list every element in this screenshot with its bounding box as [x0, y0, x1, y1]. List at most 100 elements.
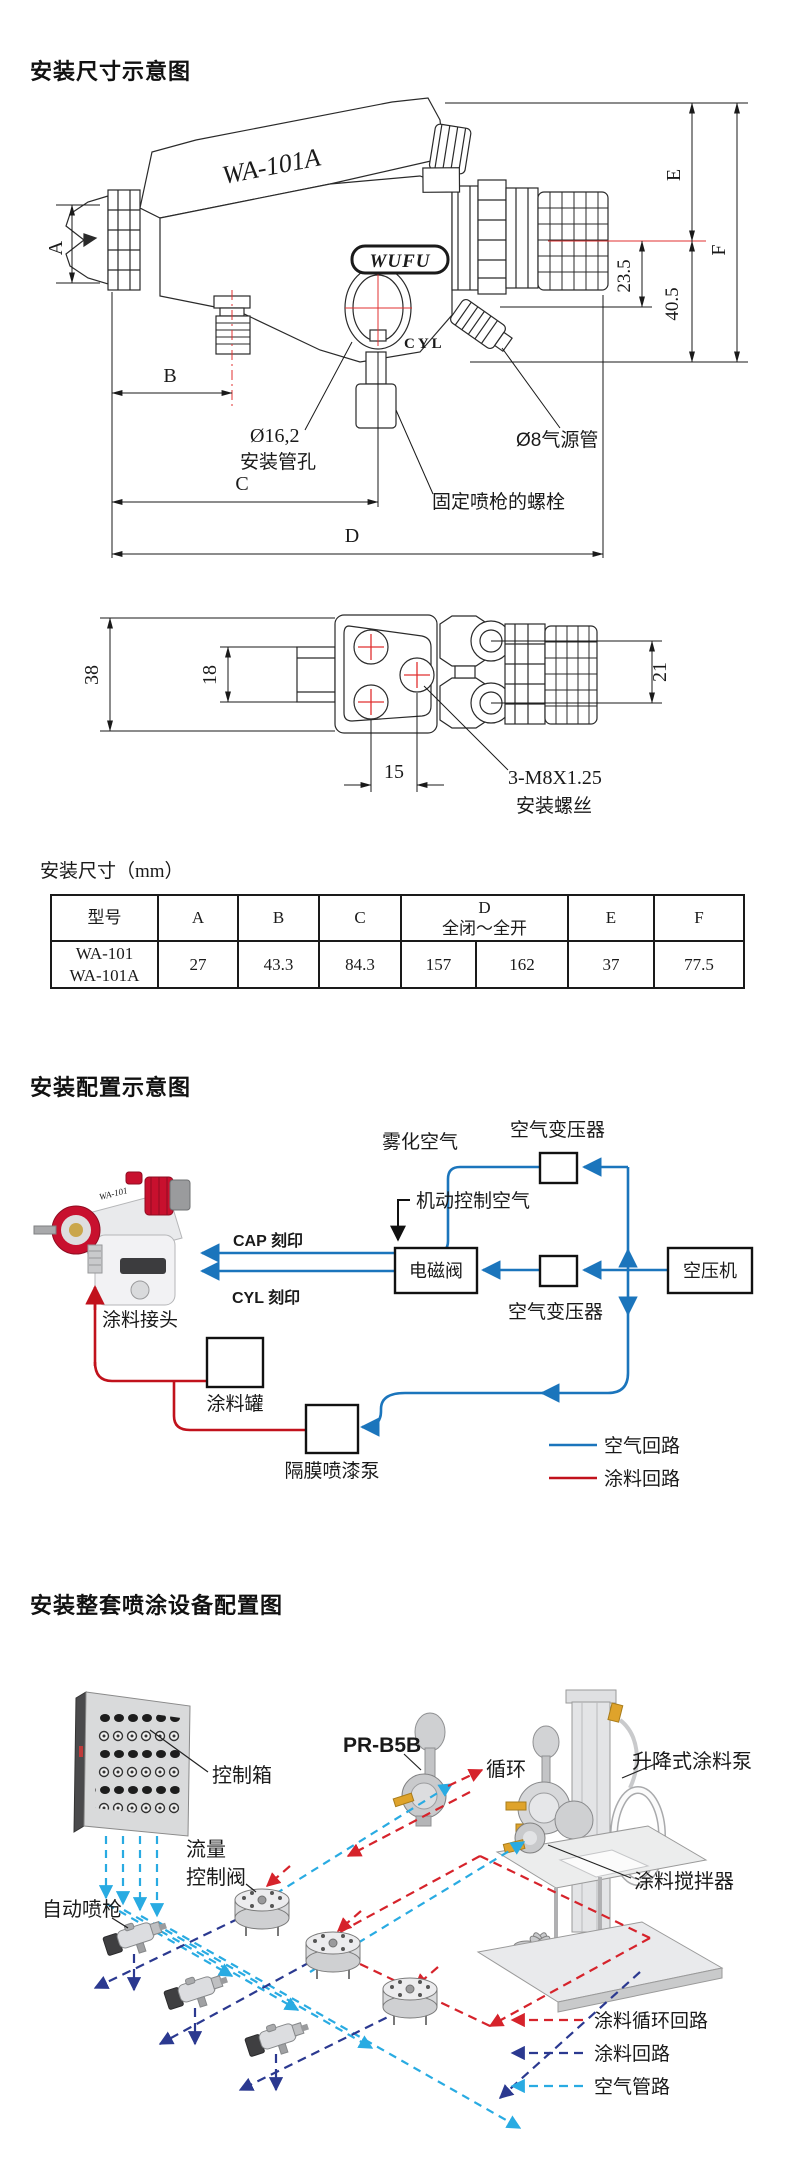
dim-ef: [445, 102, 748, 363]
col-d-range: 全闭～全开: [442, 919, 527, 938]
section-title-config: 安装配置示意图: [30, 1075, 192, 1100]
control-box-graphic: [73, 1691, 191, 1837]
cell-d-open: 162: [475, 940, 569, 989]
col-d-letter: D: [478, 897, 491, 917]
air-compressor-label: 空压机: [683, 1261, 737, 1281]
dim-a-label: A: [45, 240, 67, 255]
cell-f: 77.5: [653, 940, 745, 989]
cell-model-2: WA-101A: [69, 965, 140, 985]
leader-lines: [304, 341, 561, 495]
control-box-label: 控制箱: [212, 1764, 272, 1787]
lift-pump-label: 升降式涂料泵: [632, 1750, 752, 1773]
cell-b: 43.3: [237, 940, 320, 989]
air-cap-graphic: [65, 189, 141, 291]
setup-leaders: [111, 1729, 661, 1929]
setup-legend: 涂料循环回路 涂料回路 空气管路: [510, 2010, 708, 2098]
legend-paint-label: 涂料回路: [604, 1468, 680, 1490]
centerlines: [231, 240, 706, 408]
paint-lines: [85, 1285, 306, 1432]
motor-control-air-label: 机动控制空气: [416, 1190, 530, 1212]
solenoid-valve-label: 电磁阀: [409, 1261, 463, 1281]
paint-piping-lines: [93, 1911, 641, 2099]
auto-gun-3: [242, 2013, 315, 2064]
hole-name-label: 安装管孔: [240, 451, 316, 473]
air-transformer-bottom-label: 空气变压器: [508, 1301, 603, 1323]
col-d: D 全闭～全开: [400, 894, 569, 942]
air-transformer-bottom-box: [538, 1254, 579, 1288]
col-model: 型号: [50, 894, 159, 942]
dim-a: [56, 204, 100, 284]
dim-bcd: [111, 292, 604, 558]
col-c: C: [318, 894, 402, 942]
hole-dia-label: Ø16,2: [250, 425, 299, 447]
cell-c: 84.3: [318, 940, 402, 989]
gun-image: WA-101: [33, 1171, 191, 1306]
dim-e-label: E: [663, 169, 685, 181]
dim-15-label: 15: [384, 761, 404, 783]
prb5b-label: PR-B5B: [343, 1734, 421, 1757]
bolt-label: 固定喷枪的螺栓: [432, 491, 565, 513]
air-transformer-top-label: 空气变压器: [510, 1119, 605, 1141]
diaphragm-pump-label: 隔膜喷漆泵: [284, 1460, 379, 1482]
dim-f-label: F: [708, 244, 730, 255]
col-a: A: [157, 894, 239, 942]
gun-back-view-drawing: 38 18 21 15 3-M8X1.25 安装螺丝: [81, 614, 671, 817]
flow-label-1: 流量: [186, 1838, 226, 1861]
legend-airpipe-label: 空气管路: [594, 2076, 670, 2098]
logo-badge: WUFU: [350, 244, 450, 275]
cell-d-closed: 157: [400, 940, 477, 989]
air-pipe-label: Ø8气源管: [516, 429, 598, 451]
flow-valve-2: [305, 1931, 361, 1980]
diaphragm-pump-box: [304, 1403, 360, 1455]
dimension-table: 型号 A B C D 全闭～全开 E F WA-101 WA-101A 27 4…: [50, 894, 745, 989]
air-transformer-top-box: [538, 1151, 579, 1185]
dim-18-label: 18: [199, 665, 221, 685]
gun-body-graphic: [139, 97, 609, 429]
dim-235-label: 23.5: [614, 259, 635, 292]
cell-model: WA-101 WA-101A: [50, 940, 159, 989]
paint-tank-label: 涂料罐: [206, 1393, 263, 1415]
col-e: E: [567, 894, 655, 942]
dim-38-label: 38: [81, 665, 103, 685]
config-diagram: WA-101: [33, 1119, 754, 1490]
dim-c-label: C: [235, 473, 248, 495]
component-boxes: [205, 1151, 754, 1455]
circulation-label: 循环: [486, 1758, 526, 1781]
legend-circulation-label: 涂料循环回路: [594, 2010, 708, 2032]
flow-valve-1: [234, 1888, 290, 1937]
config-legend: 空气回路 涂料回路: [549, 1435, 680, 1490]
auto-gun-2: [161, 1966, 234, 2017]
col-f: F: [653, 894, 745, 942]
paint-connector-label: 涂料接头: [102, 1309, 178, 1331]
dim-405-label: 40.5: [662, 287, 683, 320]
section-title-full-setup: 安装整套喷涂设备配置图: [30, 1593, 284, 1618]
cell-model-1: WA-101: [75, 944, 134, 964]
flow-valve-3: [382, 1977, 438, 2026]
auto-gun-label: 自动喷枪: [42, 1898, 122, 1921]
section-title-dimensions: 安装尺寸示意图: [30, 59, 192, 84]
gun-image-model: WA-101: [98, 1185, 128, 1202]
cap-mark-label: CAP 刻印: [233, 1231, 303, 1250]
table-row: WA-101 WA-101A 27 43.3 84.3 157 162 37 7…: [50, 940, 745, 989]
paint-tank-box: [205, 1336, 265, 1389]
screw-spec-label: 3-M8X1.25: [508, 767, 602, 789]
table-title: 安装尺寸（mm）: [40, 861, 184, 882]
atomizing-air-label: 雾化空气: [382, 1131, 458, 1153]
legend-paint-label: 涂料回路: [594, 2043, 670, 2065]
dim-21-label: 21: [649, 662, 671, 682]
col-b: B: [237, 894, 320, 942]
solenoid-valve-box: [393, 1246, 479, 1295]
legend-air-label: 空气回路: [604, 1435, 680, 1457]
dim-b-label: B: [163, 365, 176, 387]
prb5b-regulator-graphic: [392, 1712, 447, 1827]
cell-a: 27: [157, 940, 239, 989]
agitator-label: 涂料搅拌器: [634, 1870, 734, 1893]
flow-label-2: 控制阀: [186, 1866, 246, 1889]
air-compressor-box: [666, 1246, 754, 1295]
pump-station-graphic: [476, 1689, 724, 2013]
screw-name-label: 安装螺丝: [516, 795, 592, 817]
logo-text: WUFU: [369, 251, 430, 272]
gun-side-view-drawing: WA-101A WUFU CYL A B C D: [45, 97, 748, 558]
cyl-text: CYL: [404, 336, 445, 352]
